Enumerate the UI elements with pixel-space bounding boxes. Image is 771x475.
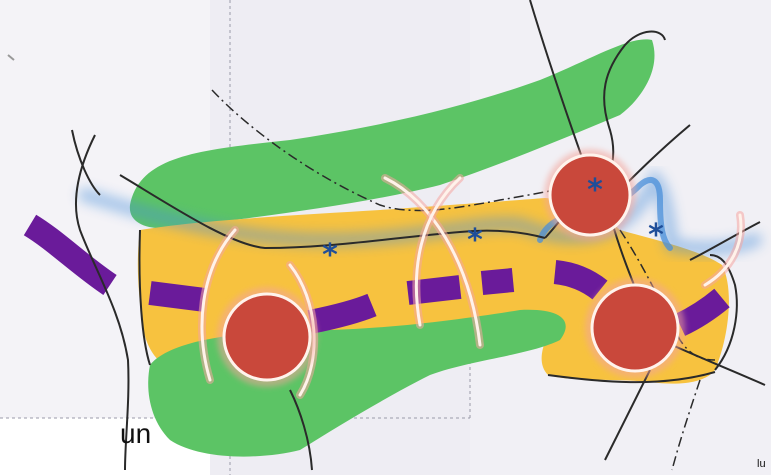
label-bottom-right: lu [757,458,766,470]
red-node-left [224,294,310,380]
red-node-right [592,285,678,371]
star-marker: * [322,238,338,273]
star-marker: * [587,173,603,208]
star-marker: * [467,223,483,258]
label-bottom-left: un [120,418,151,450]
star-marker: * [648,218,664,253]
purple-segment [482,280,513,283]
purple-segment [150,293,205,300]
